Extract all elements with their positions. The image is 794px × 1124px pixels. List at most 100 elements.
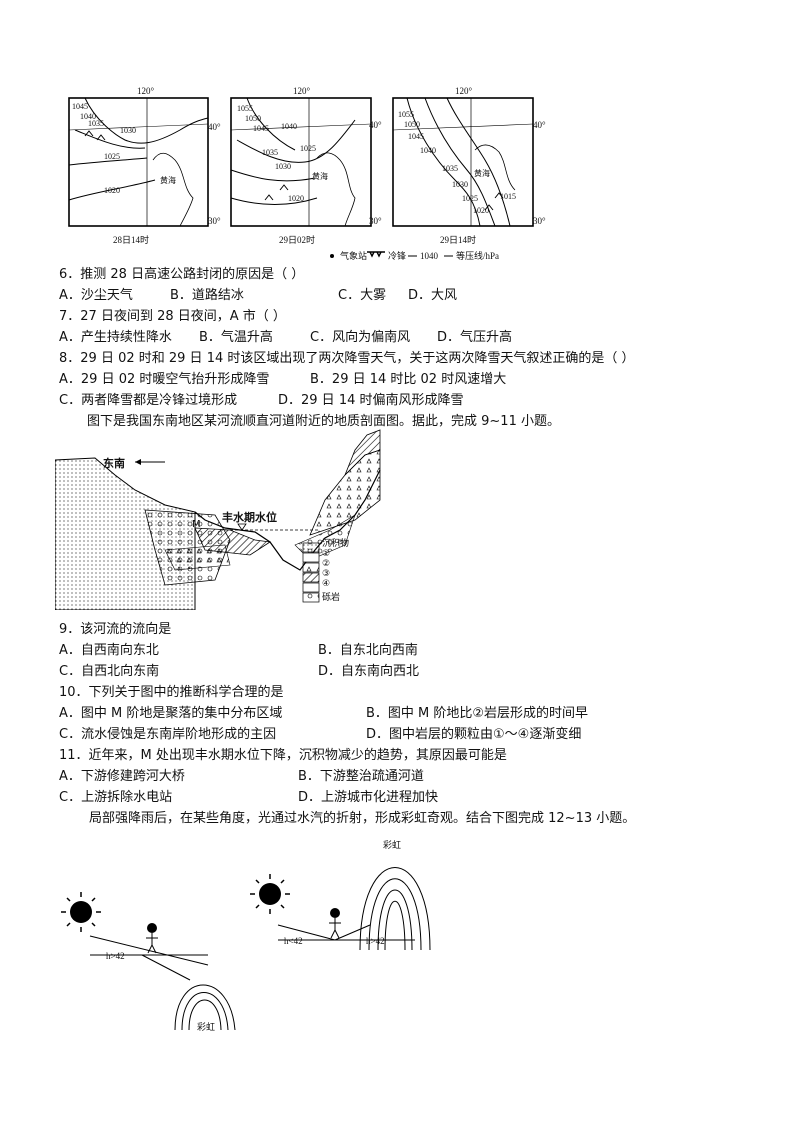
q11-option-a: A．下游修建跨河大桥 [59, 769, 185, 784]
q8-option-c: C．两者降雪都是冷锋过境形成 [59, 393, 238, 408]
legend-layer-2: ② [322, 559, 331, 569]
q7-option-d: D．气压升高 [437, 330, 513, 345]
isobar-label: 1020 [288, 194, 304, 203]
q8-option-d: D．29 日 14 时偏南风形成降雪 [278, 393, 464, 408]
map3-lon-label: 120° [455, 86, 473, 96]
isobar-label: 1030 [452, 180, 468, 189]
isobar-label: 1050 [245, 114, 261, 123]
q9-stem: 9．该河流的流向是 [59, 622, 172, 637]
q10-option-a: A．图中 M 阶地是聚落的集中分布区域 [59, 706, 283, 721]
rainbow-figure [61, 867, 431, 1031]
person-icon [146, 923, 158, 954]
q6-option-b: B．道路结冰 [170, 288, 244, 303]
map1-lon-label: 120° [137, 86, 155, 96]
legend-layer-3: ③ [322, 569, 331, 579]
map2-lat30: 30° [369, 216, 382, 226]
legend-station-label: 气象站 [340, 251, 368, 261]
intro-9-11: 图下是我国东南地区某河流顺直河道附近的地质剖面图。据此，完成 9~11 小题。 [87, 414, 560, 429]
section-legend [302, 542, 320, 603]
legend-layer-1: ① [322, 549, 331, 559]
q8-option-b: B．29 日 14 时比 02 时风速增大 [310, 372, 507, 387]
q9-option-c: C．自西北向东南 [59, 664, 160, 679]
map2-sea-label: 黄海 [312, 172, 328, 181]
isobar-label: 1055 [237, 104, 253, 113]
q7-option-b: B．气温升高 [199, 330, 273, 345]
left-rainbow-label: 彩虹 [197, 1022, 216, 1032]
q10-option-c: C．流水侵蚀是东南岸阶地形成的主因 [59, 727, 277, 742]
map2-lon-label: 120° [293, 86, 311, 96]
isobar-label: 1030 [275, 162, 291, 171]
q7-option-c: C．风向为偏南风 [310, 330, 411, 345]
isobar-label: 1035 [88, 119, 104, 128]
isobar-label: 1040 [420, 146, 436, 155]
q11-option-b: B．下游整治疏通河道 [298, 769, 424, 784]
map1-lat40: 40° [208, 122, 221, 132]
legend-front-label: 冷锋 [388, 251, 407, 261]
map3-caption: 29日14时 [440, 235, 477, 245]
q11-stem: 11．近年来，M 处出现丰水期水位下降，沉积物减少的趋势，其原因最可能是 [59, 748, 507, 763]
legend-layer-4: ④ [322, 579, 331, 589]
q7-option-a: A．产生持续性降水 [59, 330, 172, 345]
map1-sea-label: 黄海 [160, 176, 176, 185]
geologic-section-figure [55, 429, 381, 610]
isobar-label: 1040 [80, 112, 96, 121]
sun-icon [250, 874, 290, 914]
q10-option-b: B．图中 M 阶地比②岩层形成的时间早 [366, 706, 589, 721]
person-icon [329, 908, 341, 939]
isobar-label: 1035 [442, 164, 458, 173]
q9-option-a: A．自西南向东北 [59, 643, 159, 658]
q8-option-a: A．29 日 02 时暖空气抬升形成降雪 [59, 372, 270, 387]
legend-conglomerate: 砾岩 [322, 593, 341, 603]
q6-stem: 6．推测 28 日高速公路封闭的原因是（ ） [59, 267, 305, 282]
isobar-label: 1030 [120, 126, 136, 135]
right-angle-left-label: h<42 [284, 936, 303, 946]
q8-stem: 8．29 日 02 时和 29 日 14 时该区域出现了两次降雪天气，关于这两次… [59, 351, 635, 366]
right-angle-right-label: h>42 [366, 936, 385, 946]
q9-option-d: D．自东南向西北 [318, 664, 420, 679]
isobar-label: 1020 [473, 206, 489, 215]
right-rainbow-label: 彩虹 [383, 840, 402, 850]
sun-icon [61, 892, 101, 932]
legend-sediment: 沉积物 [322, 539, 350, 549]
q6-option-d: D．大风 [408, 288, 458, 303]
direction-label: 东南 [103, 457, 125, 470]
weather-map-2 [230, 97, 372, 227]
isobar-label: 1040 [281, 122, 297, 131]
left-rainbow-scene [61, 892, 236, 1031]
isobar-label: 1055 [398, 110, 414, 119]
right-rainbow-scene [250, 867, 431, 951]
isobar-label: 1045 [253, 124, 269, 133]
q6-option-c: C．大雾 [338, 288, 387, 303]
map1-caption: 28日14时 [113, 235, 150, 245]
isobar-label: 1015 [500, 192, 516, 201]
q10-stem: 10．下列关于图中的推断科学合理的是 [59, 685, 284, 700]
intro-12-13: 局部强降雨后，在某些角度，光通过水汽的折射，形成彩虹奇观。结合下图完成 12~1… [89, 811, 636, 826]
isobar-label: 1035 [262, 148, 278, 157]
q10-option-d: D．图中岩层的颗粒由①～④逐渐变细 [366, 727, 582, 742]
isobar-label: 1020 [104, 186, 120, 195]
q7-stem: 7．27 日夜间到 28 日夜间，A 市（ ） [59, 309, 286, 324]
map2-caption: 29日02时 [279, 235, 316, 245]
water-level-label: 丰水期水位 [222, 511, 277, 524]
isobar-label: 1025 [300, 144, 316, 153]
weather-map-1 [68, 97, 209, 227]
isobar-label: 1025 [462, 194, 478, 203]
isobar-label: 1025 [104, 152, 120, 161]
point-m-label: M [192, 519, 201, 530]
weather-maps-figure [68, 97, 534, 258]
q11-option-d: D．上游城市化进程加快 [298, 790, 439, 805]
isobar-label: 1045 [408, 132, 424, 141]
q6-option-a: A．沙尘天气 [59, 288, 133, 303]
map1-lat30: 30° [208, 216, 221, 226]
map3-sea-label: 黄海 [474, 169, 490, 178]
map2-lat40: 40° [369, 120, 382, 130]
map3-lat40: 40° [533, 120, 546, 130]
isobar-label: 1045 [72, 102, 88, 111]
weather-map-3 [392, 97, 534, 227]
legend-isobar-label: 等压线/hPa [456, 251, 500, 261]
q11-option-c: C．上游拆除水电站 [59, 790, 173, 805]
isobar-label: 1050 [404, 120, 420, 129]
map3-lat30: 30° [533, 216, 546, 226]
left-angle-label: h>42 [106, 951, 125, 961]
legend-isobar-value: 1040 [420, 251, 438, 261]
